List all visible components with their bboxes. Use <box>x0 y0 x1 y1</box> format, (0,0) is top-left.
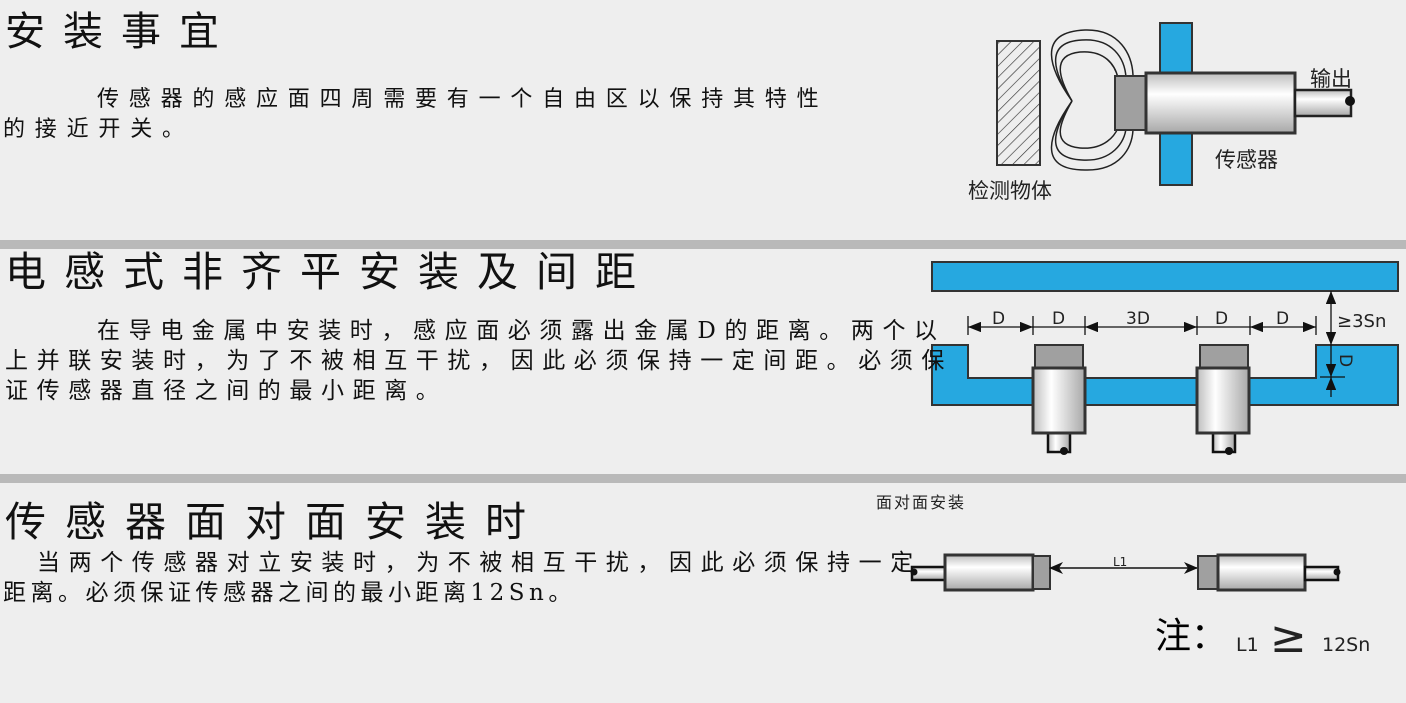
dim-label: D <box>1215 309 1228 329</box>
magnetic-field-lines <box>1050 29 1134 171</box>
upper-metal-plate <box>931 261 1399 292</box>
object-label: 检测物体 <box>968 179 1052 203</box>
distance-label: L1 <box>1113 555 1127 569</box>
dim-label: D <box>992 309 1005 329</box>
spacing-diagram: D D 3D D D ≥3Sn D <box>931 261 1399 455</box>
section-title-non-flush: 电感式非齐平安装及间距 <box>5 248 654 296</box>
paragraph-line: 传感器的感应面四周需要有一个自由区以保持其特性 <box>97 87 829 112</box>
sensor-right <box>1197 553 1341 592</box>
paragraph-line: 的接近开关。 <box>3 117 194 142</box>
detected-object <box>996 40 1041 166</box>
note-value: 12Sn <box>1322 634 1370 656</box>
sensor-label: 传感器 <box>1215 148 1278 172</box>
section-divider <box>0 474 1406 483</box>
depth-label: D <box>1335 354 1355 367</box>
paragraph-line: 当两个传感器对立安装时，为不被相互干扰，因此必须保持一定 <box>37 550 922 576</box>
diagram-caption: 面对面安装 <box>876 493 966 512</box>
sensor-face <box>1114 75 1147 131</box>
paragraph-line: 在导电金属中安装时，感应面必须露出金属D的距离。两个以 <box>97 318 946 344</box>
sensor-cable <box>1293 88 1353 118</box>
paragraph-line: 证传感器直径之间的最小距离。 <box>5 378 448 404</box>
note-prefix: 注： <box>1155 616 1227 657</box>
detection-diagram: 输出 传感器 检测物体 <box>968 22 1355 203</box>
note-symbol: ≥ <box>1270 612 1307 663</box>
lower-metal-plate <box>931 344 1399 406</box>
paragraph-line: 距离。必须保证传感器之间的最小距离12Sn。 <box>3 580 576 606</box>
dim-label: 3D <box>1126 309 1150 329</box>
sensor-right <box>1195 344 1251 455</box>
paragraph-line: 上并联安装时，为了不被相互干扰，因此必须保持一定间距。必须保 <box>5 348 953 374</box>
dim-label: D <box>1276 309 1289 329</box>
face-to-face-diagram: 面对面安装 L1 注： L1 ≥ 12Sn <box>876 493 1370 663</box>
section-divider <box>0 240 1406 249</box>
output-label: 输出 <box>1310 67 1352 91</box>
sensor-left <box>1031 344 1087 455</box>
gap-label: ≥3Sn <box>1337 311 1386 332</box>
dim-label: D <box>1052 309 1065 329</box>
note-var: L1 <box>1236 634 1259 656</box>
sensor-left <box>910 553 1051 592</box>
section-title-face-to-face: 传感器面对面安装时 <box>5 498 545 546</box>
sensor-body <box>1144 71 1297 135</box>
section-title-installation: 安装事宜 <box>5 9 237 55</box>
